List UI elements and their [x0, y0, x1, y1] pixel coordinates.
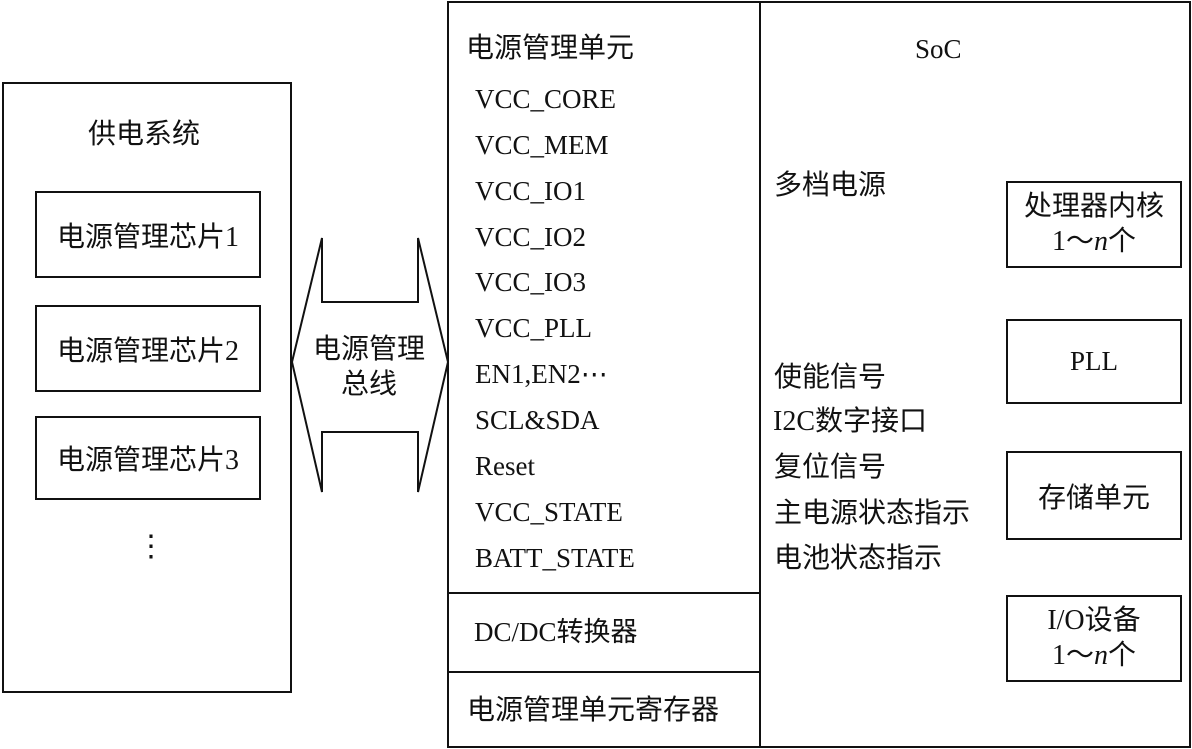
signal-vcc-state: VCC_STATE	[475, 497, 623, 527]
chip-2-label: 电源管理芯片2	[56, 335, 239, 367]
pll-label: PLL	[1069, 346, 1118, 376]
processor-core-label: 处理器内核	[1023, 191, 1164, 222]
io-device-count: 1～n个	[1051, 640, 1137, 671]
soc-main-power-status-label: 主电源状态指示	[774, 498, 971, 529]
dcdc-register-divider	[447, 671, 760, 673]
signal-batt-state: BATT_STATE	[475, 543, 635, 573]
signal-vcc-mem: VCC_MEM	[475, 130, 609, 160]
processor-core-count: 1～n个	[1051, 226, 1137, 257]
pmu-dcdc-divider	[447, 592, 760, 594]
signal-vcc-core: VCC_CORE	[475, 84, 617, 114]
chip-3-box: 电源管理芯片3	[35, 416, 261, 500]
pmu-register-label: 电源管理单元寄存器	[467, 695, 720, 726]
more-chips-ellipsis: ⋮	[136, 530, 166, 563]
signal-en: EN1,EN2⋯	[475, 359, 608, 389]
signal-scl-sda: SCL&SDA	[475, 405, 600, 435]
chip-1-box: 电源管理芯片1	[35, 191, 261, 278]
storage-unit-label: 存储单元	[1037, 482, 1150, 514]
pll-box: PLL	[1006, 319, 1182, 404]
io-device-label: I/O设备	[1047, 605, 1141, 636]
chip-3-label: 电源管理芯片3	[56, 445, 239, 476]
pmu-soc-divider	[759, 1, 761, 748]
soc-multi-power-label: 多档电源	[774, 170, 887, 201]
pmu-title: 电源管理单元	[466, 33, 635, 64]
soc-reset-signal-label: 复位信号	[774, 452, 887, 483]
bus-label-line1: 电源管理	[313, 334, 426, 365]
signal-vcc-io1: VCC_IO1	[475, 176, 587, 206]
storage-unit-box: 存储单元	[1006, 451, 1182, 540]
bus-label-line2: 总线	[341, 369, 398, 400]
signal-reset: Reset	[475, 451, 535, 481]
chip-1-label: 电源管理芯片1	[56, 221, 239, 253]
soc-battery-status-label: 电池状态指示	[774, 543, 943, 574]
soc-title: SoC	[915, 34, 962, 64]
processor-core-box: 处理器内核 1～n个	[1006, 181, 1182, 268]
soc-enable-signal-label: 使能信号	[774, 362, 887, 393]
signal-vcc-io2: VCC_IO2	[475, 222, 587, 252]
signal-vcc-pll: VCC_PLL	[475, 313, 593, 343]
signal-vcc-io3: VCC_IO3	[475, 267, 587, 297]
soc-i2c-label: I2C数字接口	[773, 406, 928, 437]
chip-2-box: 电源管理芯片2	[35, 305, 261, 392]
io-device-box: I/O设备 1～n个	[1006, 595, 1182, 682]
power-system-title: 供电系统	[88, 119, 201, 150]
dcdc-converter-label: DC/DC转换器	[474, 617, 638, 647]
